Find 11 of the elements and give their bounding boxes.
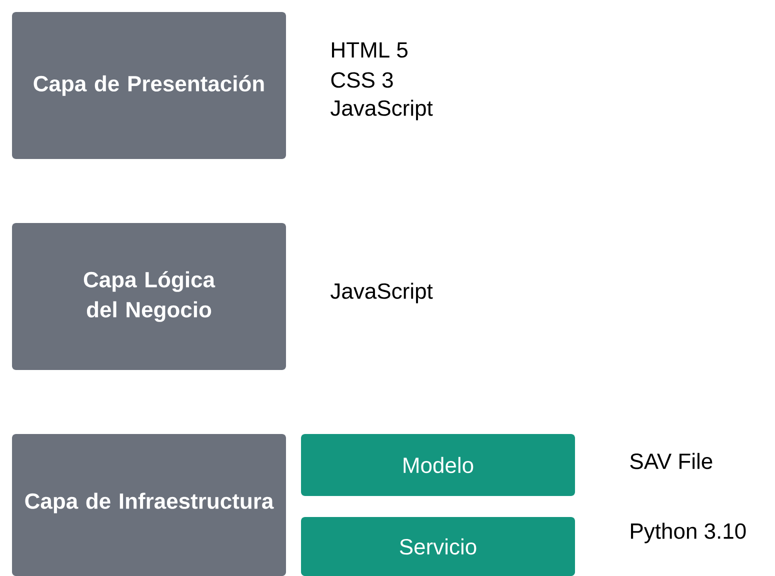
tech-label: Python 3.10 — [631, 522, 746, 544]
tech-label: SAV File — [630, 452, 712, 470]
layer-box: Capa de Infraestructura — [12, 434, 286, 576]
component-box: Modelo — [301, 434, 575, 496]
layer-box: Capa Lógica del Negocio — [12, 223, 286, 370]
tech-label: HTML 5 — [332, 42, 408, 58]
tech-label: CSS 3 — [331, 72, 393, 88]
tech-label: JavaScript — [330, 100, 433, 120]
component-box: Servicio — [301, 517, 575, 576]
tech-label: JavaScript — [330, 282, 433, 304]
layer-box: Capa de Presentación — [12, 12, 286, 159]
